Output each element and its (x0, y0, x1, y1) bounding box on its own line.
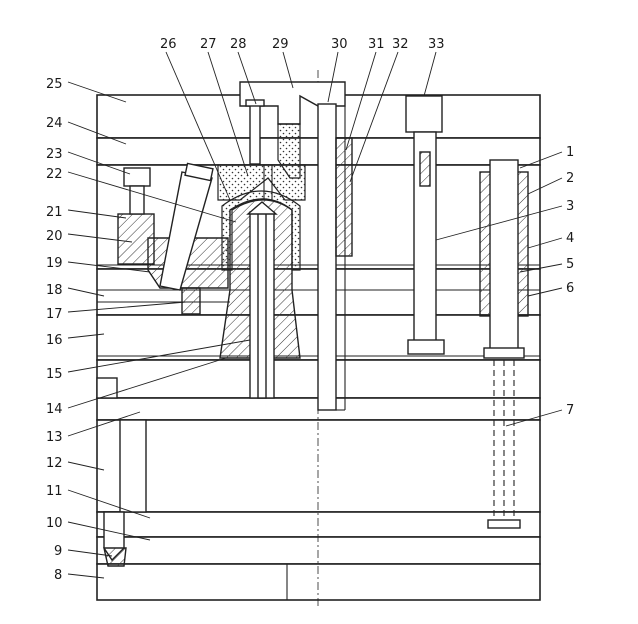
return-pin (119, 419, 147, 513)
callout-18: 18 (46, 283, 63, 298)
guide-bushing-31 (335, 137, 353, 257)
callout-5: 5 (566, 257, 574, 272)
slider-assembly (117, 162, 229, 315)
angle-pin-head (184, 162, 214, 182)
callout-10: 10 (46, 516, 63, 531)
callout-3: 3 (566, 199, 574, 214)
callout-11: 11 (46, 484, 63, 499)
return-pin-head (96, 377, 118, 399)
screw-23 (123, 167, 151, 187)
core-tip (246, 201, 278, 215)
callout-19: 19 (46, 256, 63, 271)
product-shell (221, 190, 301, 271)
callout-31: 31 (368, 37, 385, 52)
callout-16: 16 (46, 333, 63, 348)
stop-spring (181, 287, 201, 315)
callout-1: 1 (566, 145, 574, 160)
callout-7: 7 (566, 403, 574, 418)
runner-block (217, 164, 306, 201)
bottom-plate-upper (96, 536, 541, 565)
ejector-rod-7-head (487, 519, 521, 529)
core-insert (219, 190, 301, 399)
callout-9: 9 (54, 544, 62, 559)
socket-screw-head (405, 95, 443, 133)
callout-6: 6 (566, 281, 574, 296)
callout-33: 33 (428, 37, 445, 52)
callout-20: 20 (46, 229, 63, 244)
ejector-housing (96, 419, 541, 513)
callout-32: 32 (392, 37, 409, 52)
callout-26: 26 (160, 37, 177, 52)
stop-pin (103, 547, 127, 567)
callout-29: 29 (272, 37, 289, 52)
callout-25: 25 (46, 77, 63, 92)
callout-17: 17 (46, 307, 63, 322)
callout-22: 22 (46, 167, 63, 182)
callout-13: 13 (46, 430, 63, 445)
callout-15: 15 (46, 367, 63, 382)
wedge-block (117, 213, 155, 265)
callout-2: 2 (566, 171, 574, 186)
ejector-system (96, 377, 147, 567)
guide-pin-28 (249, 103, 261, 165)
callout-23: 23 (46, 147, 63, 162)
screw-23-shank (129, 185, 145, 215)
callout-12: 12 (46, 456, 63, 471)
callout-4: 4 (566, 231, 574, 246)
sprue-channel (277, 123, 301, 179)
callout-30: 30 (331, 37, 348, 52)
guide-pillar-assembly (405, 95, 529, 529)
guide-pillar-head (483, 347, 525, 359)
callout-27: 27 (200, 37, 217, 52)
leader-lines (67, 51, 563, 579)
sprue-puller-rod (317, 103, 337, 411)
callout-8: 8 (54, 568, 62, 583)
callout-labels: 26 27 28 29 30 31 32 33 25 24 23 22 21 2… (46, 37, 574, 583)
core-pin-inner (257, 211, 267, 399)
callout-28: 28 (230, 37, 247, 52)
callout-24: 24 (46, 116, 63, 131)
socket-screw-thread (419, 151, 431, 187)
ejector-plate (96, 511, 541, 538)
socket-screw-nut (407, 339, 445, 355)
callout-14: 14 (46, 402, 63, 417)
bottom-clamp-plate (96, 563, 541, 601)
guide-pillar (489, 159, 519, 357)
callout-21: 21 (46, 205, 63, 220)
